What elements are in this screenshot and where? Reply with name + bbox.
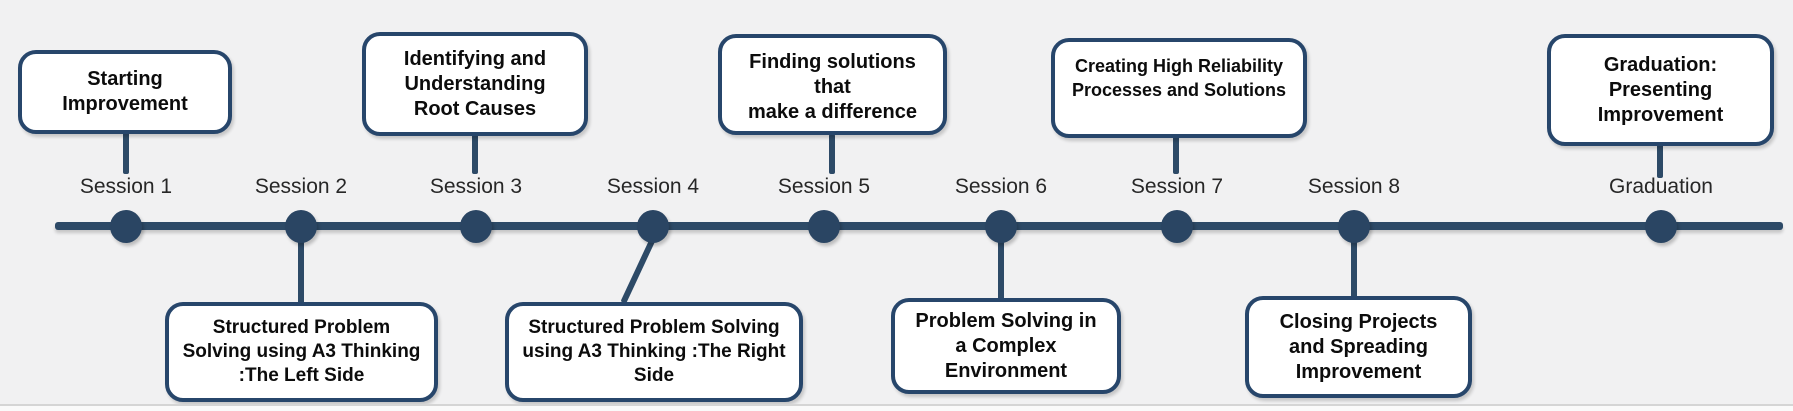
milestone-dot-session-2 bbox=[285, 210, 317, 243]
callout-session-1: Starting Improvement bbox=[18, 50, 232, 134]
connector-session-6 bbox=[998, 236, 1004, 300]
milestone-label-session-5: Session 5 bbox=[777, 175, 871, 198]
connector-session-4 bbox=[620, 238, 656, 304]
connector-session-5 bbox=[829, 134, 835, 174]
callout-session-8: Closing Projects and Spreading Improveme… bbox=[1245, 296, 1472, 398]
connector-session-2 bbox=[298, 236, 304, 304]
callout-graduation: Graduation: Presenting Improvement bbox=[1547, 34, 1774, 146]
connector-session-3 bbox=[472, 134, 478, 174]
milestone-label-session-8: Session 8 bbox=[1307, 175, 1401, 198]
callout-session-5: Finding solutions that make a difference bbox=[718, 34, 947, 135]
milestone-label-session-2: Session 2 bbox=[254, 175, 348, 198]
callout-session-7: Creating High Reliability Processes and … bbox=[1051, 38, 1307, 138]
bottom-edge-divider bbox=[0, 404, 1793, 411]
milestone-label-session-4: Session 4 bbox=[606, 175, 700, 198]
callout-session-6: Problem Solving in a Complex Environment bbox=[891, 298, 1121, 394]
milestone-label-session-6: Session 6 bbox=[954, 175, 1048, 198]
milestone-label-session-3: Session 3 bbox=[429, 175, 523, 198]
connector-session-7 bbox=[1173, 136, 1179, 174]
callout-session-4: Structured Problem Solving using A3 Thin… bbox=[505, 302, 803, 402]
milestone-dot-session-3 bbox=[460, 210, 492, 243]
milestone-dot-session-4 bbox=[637, 210, 669, 243]
milestone-dot-session-5 bbox=[808, 210, 840, 243]
connector-session-8 bbox=[1351, 236, 1357, 298]
milestone-dot-graduation bbox=[1645, 210, 1677, 243]
milestone-label-session-1: Session 1 bbox=[79, 175, 173, 198]
callout-session-3: Identifying and Understanding Root Cause… bbox=[362, 32, 588, 136]
milestone-dot-session-6 bbox=[985, 210, 1017, 243]
milestone-dot-session-1 bbox=[110, 210, 142, 243]
milestone-label-session-7: Session 7 bbox=[1130, 175, 1224, 198]
milestone-label-graduation: Graduation bbox=[1609, 175, 1713, 198]
callout-session-2: Structured Problem Solving using A3 Thin… bbox=[165, 302, 438, 402]
connector-session-1 bbox=[123, 132, 129, 174]
milestone-dot-session-8 bbox=[1338, 210, 1370, 243]
connector-graduation bbox=[1657, 144, 1663, 178]
timeline-line bbox=[55, 222, 1783, 230]
milestone-dot-session-7 bbox=[1161, 210, 1193, 243]
